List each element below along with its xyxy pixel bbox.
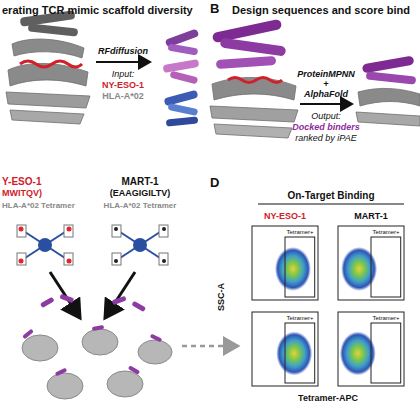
label-text: Y-ESO-1: [2, 176, 41, 187]
label-text: Tetramer+: [286, 315, 313, 322]
label-text: Tetramer-APC: [298, 394, 358, 404]
label-text: erating TCR mimic scaffold diversity: [2, 4, 193, 16]
label-text: HLA-A*02 Tetramer: [104, 202, 177, 211]
label-text: Design sequences and score bind: [232, 4, 410, 16]
label-text: SSC-A: [217, 283, 227, 311]
label-text: Tetramer+: [372, 229, 399, 236]
label-text: HLA-A*02: [102, 92, 144, 102]
label-text: B: [210, 2, 219, 16]
label-text: NY-ESO-1: [102, 81, 144, 91]
label-text: MWITQV): [2, 189, 42, 199]
label-text: Docked binders: [292, 123, 360, 133]
label-text: D: [210, 176, 219, 190]
label-text: On-Target Binding: [287, 190, 374, 201]
label-text: MART-1: [121, 176, 158, 187]
label-text: (EAAGIGILTV): [110, 189, 170, 199]
label-text: RFdiffusion: [98, 47, 148, 57]
label-text: +: [323, 80, 328, 90]
label-text: ProteinMPNN: [297, 70, 355, 80]
label-text: NY-ESO-1: [264, 212, 306, 222]
label-text: ranked by iPAE: [295, 134, 356, 144]
label-text: MART-1: [354, 212, 388, 222]
label-text: Tetramer+: [372, 315, 399, 322]
label-text: Output:: [311, 112, 341, 122]
label-text: AlphaFold: [304, 90, 348, 100]
label-text: Tetramer+: [286, 229, 313, 236]
label-text: HLA-A*02 Tetramer: [2, 202, 75, 211]
label-text: Input:: [112, 70, 135, 80]
